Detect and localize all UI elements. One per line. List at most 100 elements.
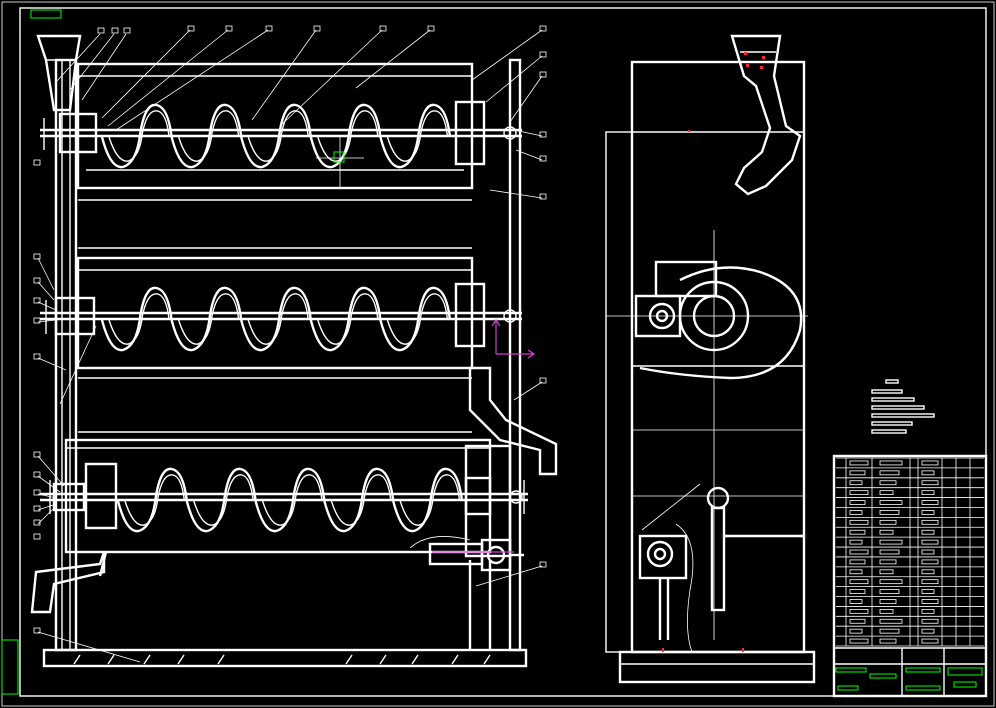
- auger-flight-1-5: [379, 103, 452, 169]
- parts-cell-text: [921, 589, 935, 594]
- base-plate: [42, 648, 528, 668]
- discharge-chute-left: [30, 551, 106, 614]
- auger-flight-inner-1-5: [386, 110, 448, 162]
- auger-flight-1-2: [170, 103, 243, 169]
- parts-cell-text: [921, 559, 939, 565]
- technical-notes: [871, 379, 935, 434]
- end-flanges: [43, 118, 525, 514]
- parts-cell-text: [879, 490, 894, 496]
- auger-flight-2-4: [309, 286, 382, 352]
- parts-cell-text: [879, 638, 897, 644]
- parts-cell-text: [849, 510, 863, 515]
- auger-flight-2-2: [170, 286, 243, 352]
- parts-cell-text: [921, 539, 939, 545]
- parts-cell-text: [849, 589, 866, 594]
- parts-cell-text: [921, 480, 939, 486]
- auger-flight-1-3: [240, 103, 312, 169]
- auger-flight-3-3: [254, 467, 326, 533]
- side-hopper: [730, 34, 802, 196]
- auger-flight-inner-3-5: [399, 474, 461, 526]
- parts-cell-text: [879, 618, 903, 624]
- auger-flight-3-2: [185, 467, 257, 533]
- parts-cell-text: [921, 569, 935, 575]
- parts-cell-text: [879, 460, 903, 466]
- bearing-blocks: [52, 100, 492, 530]
- parts-cell-text: [879, 529, 894, 535]
- parts-cell-text: [849, 529, 866, 535]
- parts-cell-text: [921, 519, 939, 525]
- balloon-markers: [33, 25, 547, 634]
- trough-bottom: [64, 438, 492, 554]
- auger-flight-inner-1-1: [108, 110, 170, 162]
- front-view: [30, 25, 558, 668]
- parts-cell-text: [849, 539, 863, 545]
- parts-cell-text: [879, 539, 903, 545]
- motor-unit: [428, 444, 524, 572]
- parts-cell-text: [879, 500, 903, 505]
- side-frame: [630, 60, 806, 654]
- parts-cell-text: [921, 470, 935, 476]
- parts-cell-text: [879, 470, 900, 476]
- auger-flight-1-1: [100, 103, 173, 169]
- title-block: [832, 454, 988, 698]
- parts-cell-text: [849, 638, 869, 644]
- lower-drive: [638, 486, 804, 640]
- auger-flight-3-5: [392, 467, 464, 533]
- parts-cell-text: [849, 618, 866, 624]
- parts-cell-text: [849, 579, 869, 585]
- parts-cell-text: [849, 490, 869, 496]
- parts-cell-text: [879, 589, 900, 594]
- discharge-chute-right: [468, 366, 558, 476]
- parts-cell-text: [879, 579, 903, 585]
- parts-cell-text: [879, 628, 900, 634]
- cursor-pickbox: [333, 151, 345, 163]
- auger-flight-2-5: [379, 286, 452, 352]
- auger-flight-inner-2-5: [386, 293, 448, 345]
- auger-flight-inner-2-2: [177, 293, 240, 345]
- shafts: [40, 128, 528, 502]
- parts-cell-text: [921, 529, 935, 535]
- parts-cell-text: [921, 599, 939, 604]
- auger-flight-inner-3-3: [261, 474, 323, 526]
- auger-flight-3-4: [323, 467, 395, 533]
- auger-flight-2-3: [240, 286, 312, 352]
- parts-cell-text: [921, 628, 935, 634]
- parts-cell-text: [849, 628, 863, 634]
- auger-flight-inner-3-1: [124, 474, 185, 526]
- parts-cell-text: [849, 549, 869, 555]
- ucs-icon: [491, 318, 536, 359]
- parts-cell-text: [921, 500, 939, 505]
- parts-cell-text: [849, 460, 869, 466]
- parts-cell-text: [879, 599, 897, 604]
- parts-cell-text: [879, 480, 897, 486]
- leader-lines: [37, 29, 543, 663]
- drive-pulley: [634, 260, 803, 380]
- parts-cell-text: [849, 599, 863, 604]
- parts-cell-text: [849, 500, 866, 505]
- trough-top: [76, 62, 474, 190]
- auger-flight-1-4: [309, 103, 382, 169]
- side-base: [618, 650, 816, 684]
- auger-flight-inner-2-1: [108, 293, 170, 345]
- feed-hopper: [36, 34, 82, 112]
- parts-cell-text: [921, 579, 939, 585]
- auger-flight-inner-1-4: [317, 110, 379, 162]
- parts-cell-text: [879, 519, 897, 525]
- auger-flight-2-1: [100, 286, 173, 352]
- right-post: [508, 58, 522, 652]
- parts-cell-text: [849, 559, 866, 565]
- parts-cell-text: [849, 519, 869, 525]
- parts-cell-text: [921, 460, 939, 466]
- auger-flight-inner-3-2: [193, 474, 254, 526]
- red-markers: [662, 52, 765, 652]
- auger-flight-3-1: [116, 467, 188, 533]
- base-hatch: [73, 654, 491, 665]
- auger-flight-inner-2-3: [247, 293, 309, 345]
- side-view: [605, 34, 816, 684]
- parts-cell-text: [879, 608, 894, 614]
- parts-cell-text: [879, 510, 900, 515]
- parts-cell-text: [849, 470, 866, 476]
- auger-flight-inner-1-3: [247, 110, 309, 162]
